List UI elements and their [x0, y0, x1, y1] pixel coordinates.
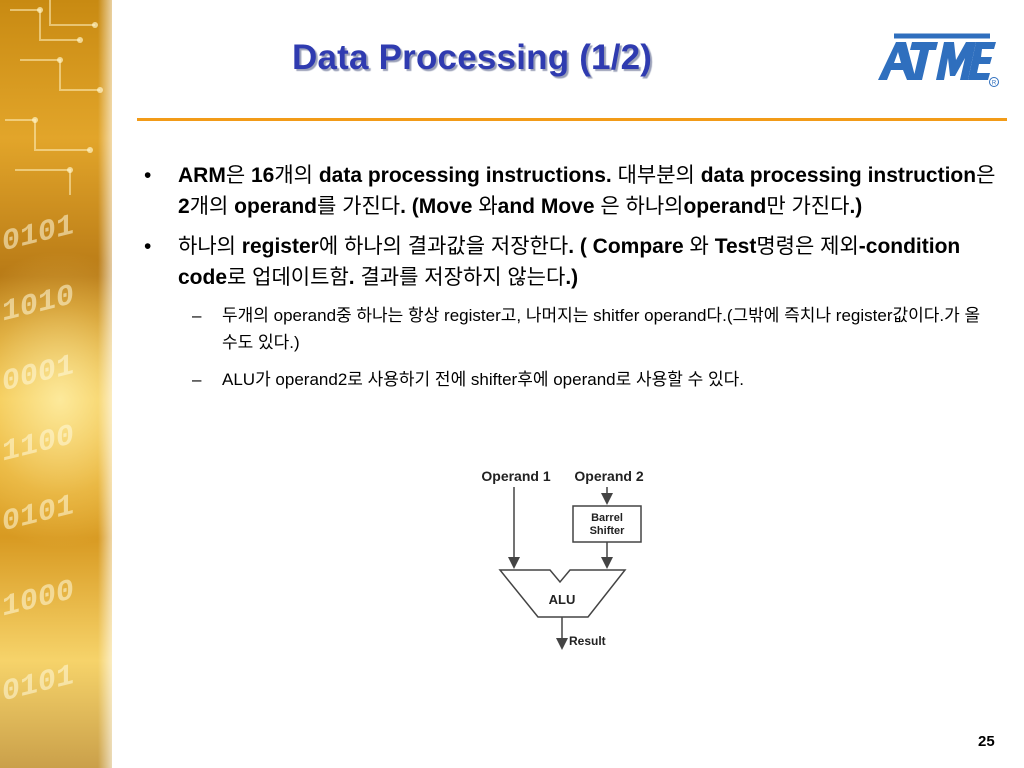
- atmel-logo-icon: R: [878, 33, 999, 87]
- alu-shape: [498, 569, 627, 618]
- bullet-item: • ARM은 16개의 data processing instructions…: [140, 160, 1000, 222]
- bullet-segment: .: [348, 266, 361, 289]
- operand1-label: Operand 1: [481, 468, 550, 484]
- bullet-segment: 2: [178, 195, 190, 218]
- bullet-segment: 하나의: [178, 235, 242, 258]
- bullet-segment: 를 가진다: [317, 195, 401, 218]
- decoration-digits: 1000: [2, 573, 75, 626]
- decoration-glow: [0, 250, 112, 550]
- bullet-segment: 와: [689, 235, 715, 258]
- bullet-text: ARM은 16개의 data processing instructions. …: [178, 164, 995, 218]
- alu-diagram: Operand 1 Operand 2 Barrel Shifter ALU R…: [481, 468, 644, 650]
- decoration-digits: 0101: [2, 658, 75, 711]
- bullet-segment: operand: [683, 195, 767, 218]
- bullet-segment: 결과를 저장하지 않는다: [360, 266, 566, 289]
- bullet-segment: 16: [250, 164, 275, 187]
- bullet-segment: 대부분의: [617, 164, 701, 187]
- page-number: 25: [978, 733, 995, 750]
- slide-title: Data Processing (1/2): [292, 38, 653, 77]
- bullet-segment: . (Move: [400, 195, 479, 218]
- sub-bullet-item: – ALU가 operand2로 사용하기 전에 shifter후에 opera…: [140, 366, 1000, 393]
- bullet-segment: . ( Compare: [568, 235, 690, 258]
- bullet-segment: 은: [225, 164, 251, 187]
- bullet-segment: .): [565, 266, 579, 289]
- bullet-mark: •: [144, 235, 152, 258]
- sub-bullet-mark: –: [192, 306, 202, 325]
- decoration-fade: [98, 0, 112, 768]
- sub-bullet-mark: –: [192, 370, 202, 389]
- bullet-segment: 개의: [189, 195, 235, 218]
- bullet-segment: 만 가진다: [766, 195, 850, 218]
- bullet-segment: 로 업데이트함: [227, 266, 349, 289]
- slide-content: • ARM은 16개의 data processing instructions…: [140, 160, 1000, 403]
- side-decoration: 0101 1010 0001 1100 0101 1000 0101: [0, 0, 112, 768]
- bullet-segment: 은 하나의: [600, 195, 684, 218]
- bullet-segment: 개의: [274, 164, 319, 187]
- barrel-shifter-box: [572, 505, 642, 543]
- circuit-pattern-icon: [5, 0, 103, 195]
- bullet-segment: 은: [976, 164, 996, 187]
- bullet-segment: register: [241, 235, 319, 258]
- bullet-item: • 하나의 register에 하나의 결과값을 저장한다. ( Compare…: [140, 231, 1000, 293]
- bullet-segment: and Move: [497, 195, 601, 218]
- result-label: Result: [569, 634, 606, 648]
- bullet-text: 하나의 register에 하나의 결과값을 저장한다. ( Compare 와…: [178, 235, 960, 289]
- bullet-segment: ARM: [178, 164, 226, 187]
- bullet-segment: 명령은 제외: [756, 235, 859, 258]
- sub-bullet-text: 두개의 operand중 하나는 항상 register고, 나머지는 shit…: [222, 306, 981, 352]
- sub-bullet-item: – 두개의 operand중 하나는 항상 register고, 나머지는 sh…: [140, 302, 1000, 356]
- shifter-label-line2: Shifter: [590, 525, 626, 537]
- shifter-label-line1: Barrel: [591, 512, 623, 524]
- bullet-segment: data processing instructions.: [318, 164, 618, 187]
- bullet-segment: data processing instruction: [700, 164, 977, 187]
- bullet-mark: •: [144, 164, 152, 187]
- bullet-segment: 와: [478, 195, 498, 218]
- bullet-segment: .): [849, 195, 863, 218]
- bullet-segment: -condition code: [178, 235, 961, 289]
- bullet-segment: 에 하나의 결과값을 저장한다: [318, 235, 569, 258]
- title-divider: [137, 118, 1007, 121]
- operand2-label: Operand 2: [574, 468, 643, 484]
- bullet-segment: Test: [714, 235, 757, 258]
- sub-bullet-text: ALU가 operand2로 사용하기 전에 shifter후에 operand…: [222, 370, 744, 389]
- trademark-mark: R: [992, 81, 997, 87]
- bullet-segment: operand: [234, 195, 318, 218]
- alu-label: ALU: [549, 592, 576, 607]
